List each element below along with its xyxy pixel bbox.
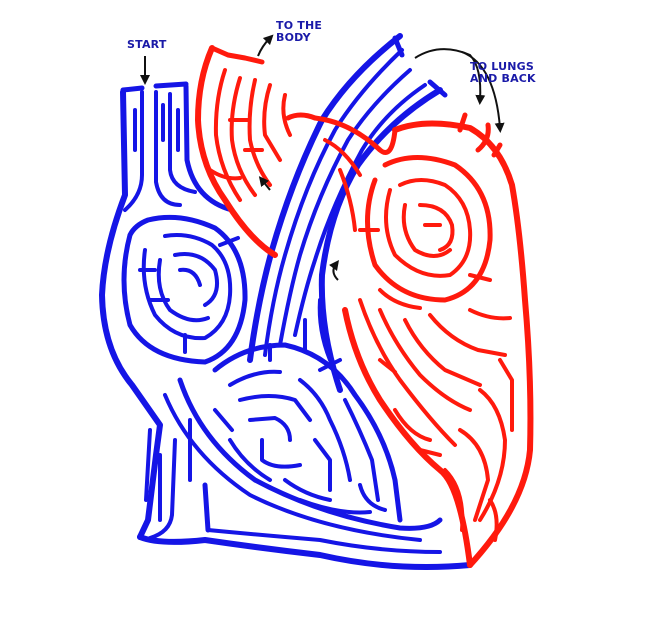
to-body-arrow-icon — [257, 34, 274, 57]
left-heart-outer-wall — [392, 120, 534, 568]
left-heart-red-section — [195, 45, 534, 568]
start-label: START — [127, 38, 167, 51]
aorta-inner-wall — [285, 112, 318, 121]
aorta-outer-wall — [195, 45, 278, 258]
right-ventricle-bottom-wall — [137, 534, 473, 571]
right-atrium-wall — [121, 214, 248, 365]
to-body-label: TO THE BODY — [276, 19, 323, 44]
return-arrow-icon — [461, 51, 505, 133]
vena-cava-top-2 — [153, 81, 189, 89]
flow-arrows — [140, 34, 505, 281]
vena-cava-top — [120, 85, 145, 93]
flow-arrow-icon — [258, 176, 271, 191]
pulmonary-trunk-inner — [318, 87, 443, 393]
flow-arrow-icon — [329, 259, 339, 281]
pulmonary-trunk-outer — [247, 33, 403, 363]
vena-cava-right-wall — [183, 83, 235, 213]
left-atrium-wall — [365, 155, 493, 303]
vena-cava-left-wall — [99, 89, 163, 540]
left-ventricle-septum — [342, 307, 473, 568]
right-heart-blue-section — [99, 33, 473, 571]
to-lungs-label: TO LUNGS AND BACK — [470, 60, 536, 85]
